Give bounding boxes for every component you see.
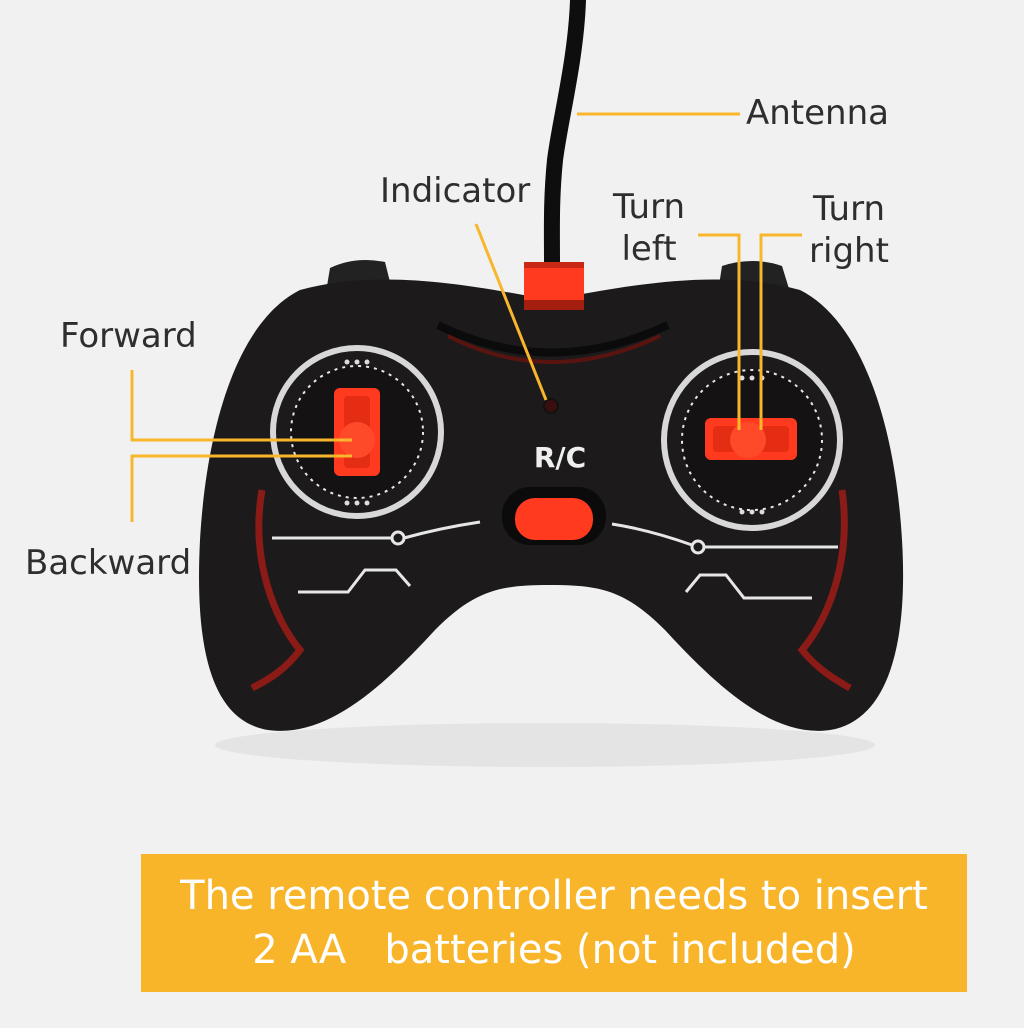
right-stick-ring [661, 349, 843, 531]
left-stick-knob[interactable] [339, 422, 375, 458]
right-stick-knob[interactable] [730, 422, 766, 458]
left-red-accent [250, 489, 305, 692]
turn-left-label-line1: Turn [612, 187, 686, 227]
center-button[interactable] [515, 498, 593, 540]
top-vent-accent [447, 334, 661, 364]
turn-left-label: Turn left [600, 186, 698, 270]
forward-label: Forward [60, 316, 197, 356]
callout-lines [130, 112, 802, 522]
turn-left-label-line2: left [621, 229, 677, 269]
turn-right-label-line2: right [809, 231, 889, 271]
antenna-base [524, 262, 584, 310]
left-stick-ring [270, 345, 444, 519]
banner-line-1: The remote controller needs to insert [180, 873, 928, 919]
backward-label: Backward [25, 543, 192, 583]
antenna-label: Antenna [746, 93, 889, 133]
banner-line-2: 2 AA batteries (not included) [252, 927, 856, 973]
controller-shadow [215, 723, 875, 767]
indicator-led [543, 398, 559, 414]
battery-notice-banner: The remote controller needs to insert 2 … [141, 854, 967, 992]
antenna-wire [543, 0, 586, 270]
turn-right-label-line1: Turn [812, 189, 886, 229]
brand-text: R/C [534, 441, 586, 474]
turn-right-label: Turn right [796, 188, 902, 272]
top-vent [436, 321, 670, 357]
indicator-label: Indicator [380, 171, 531, 211]
right-red-accent [797, 489, 852, 692]
